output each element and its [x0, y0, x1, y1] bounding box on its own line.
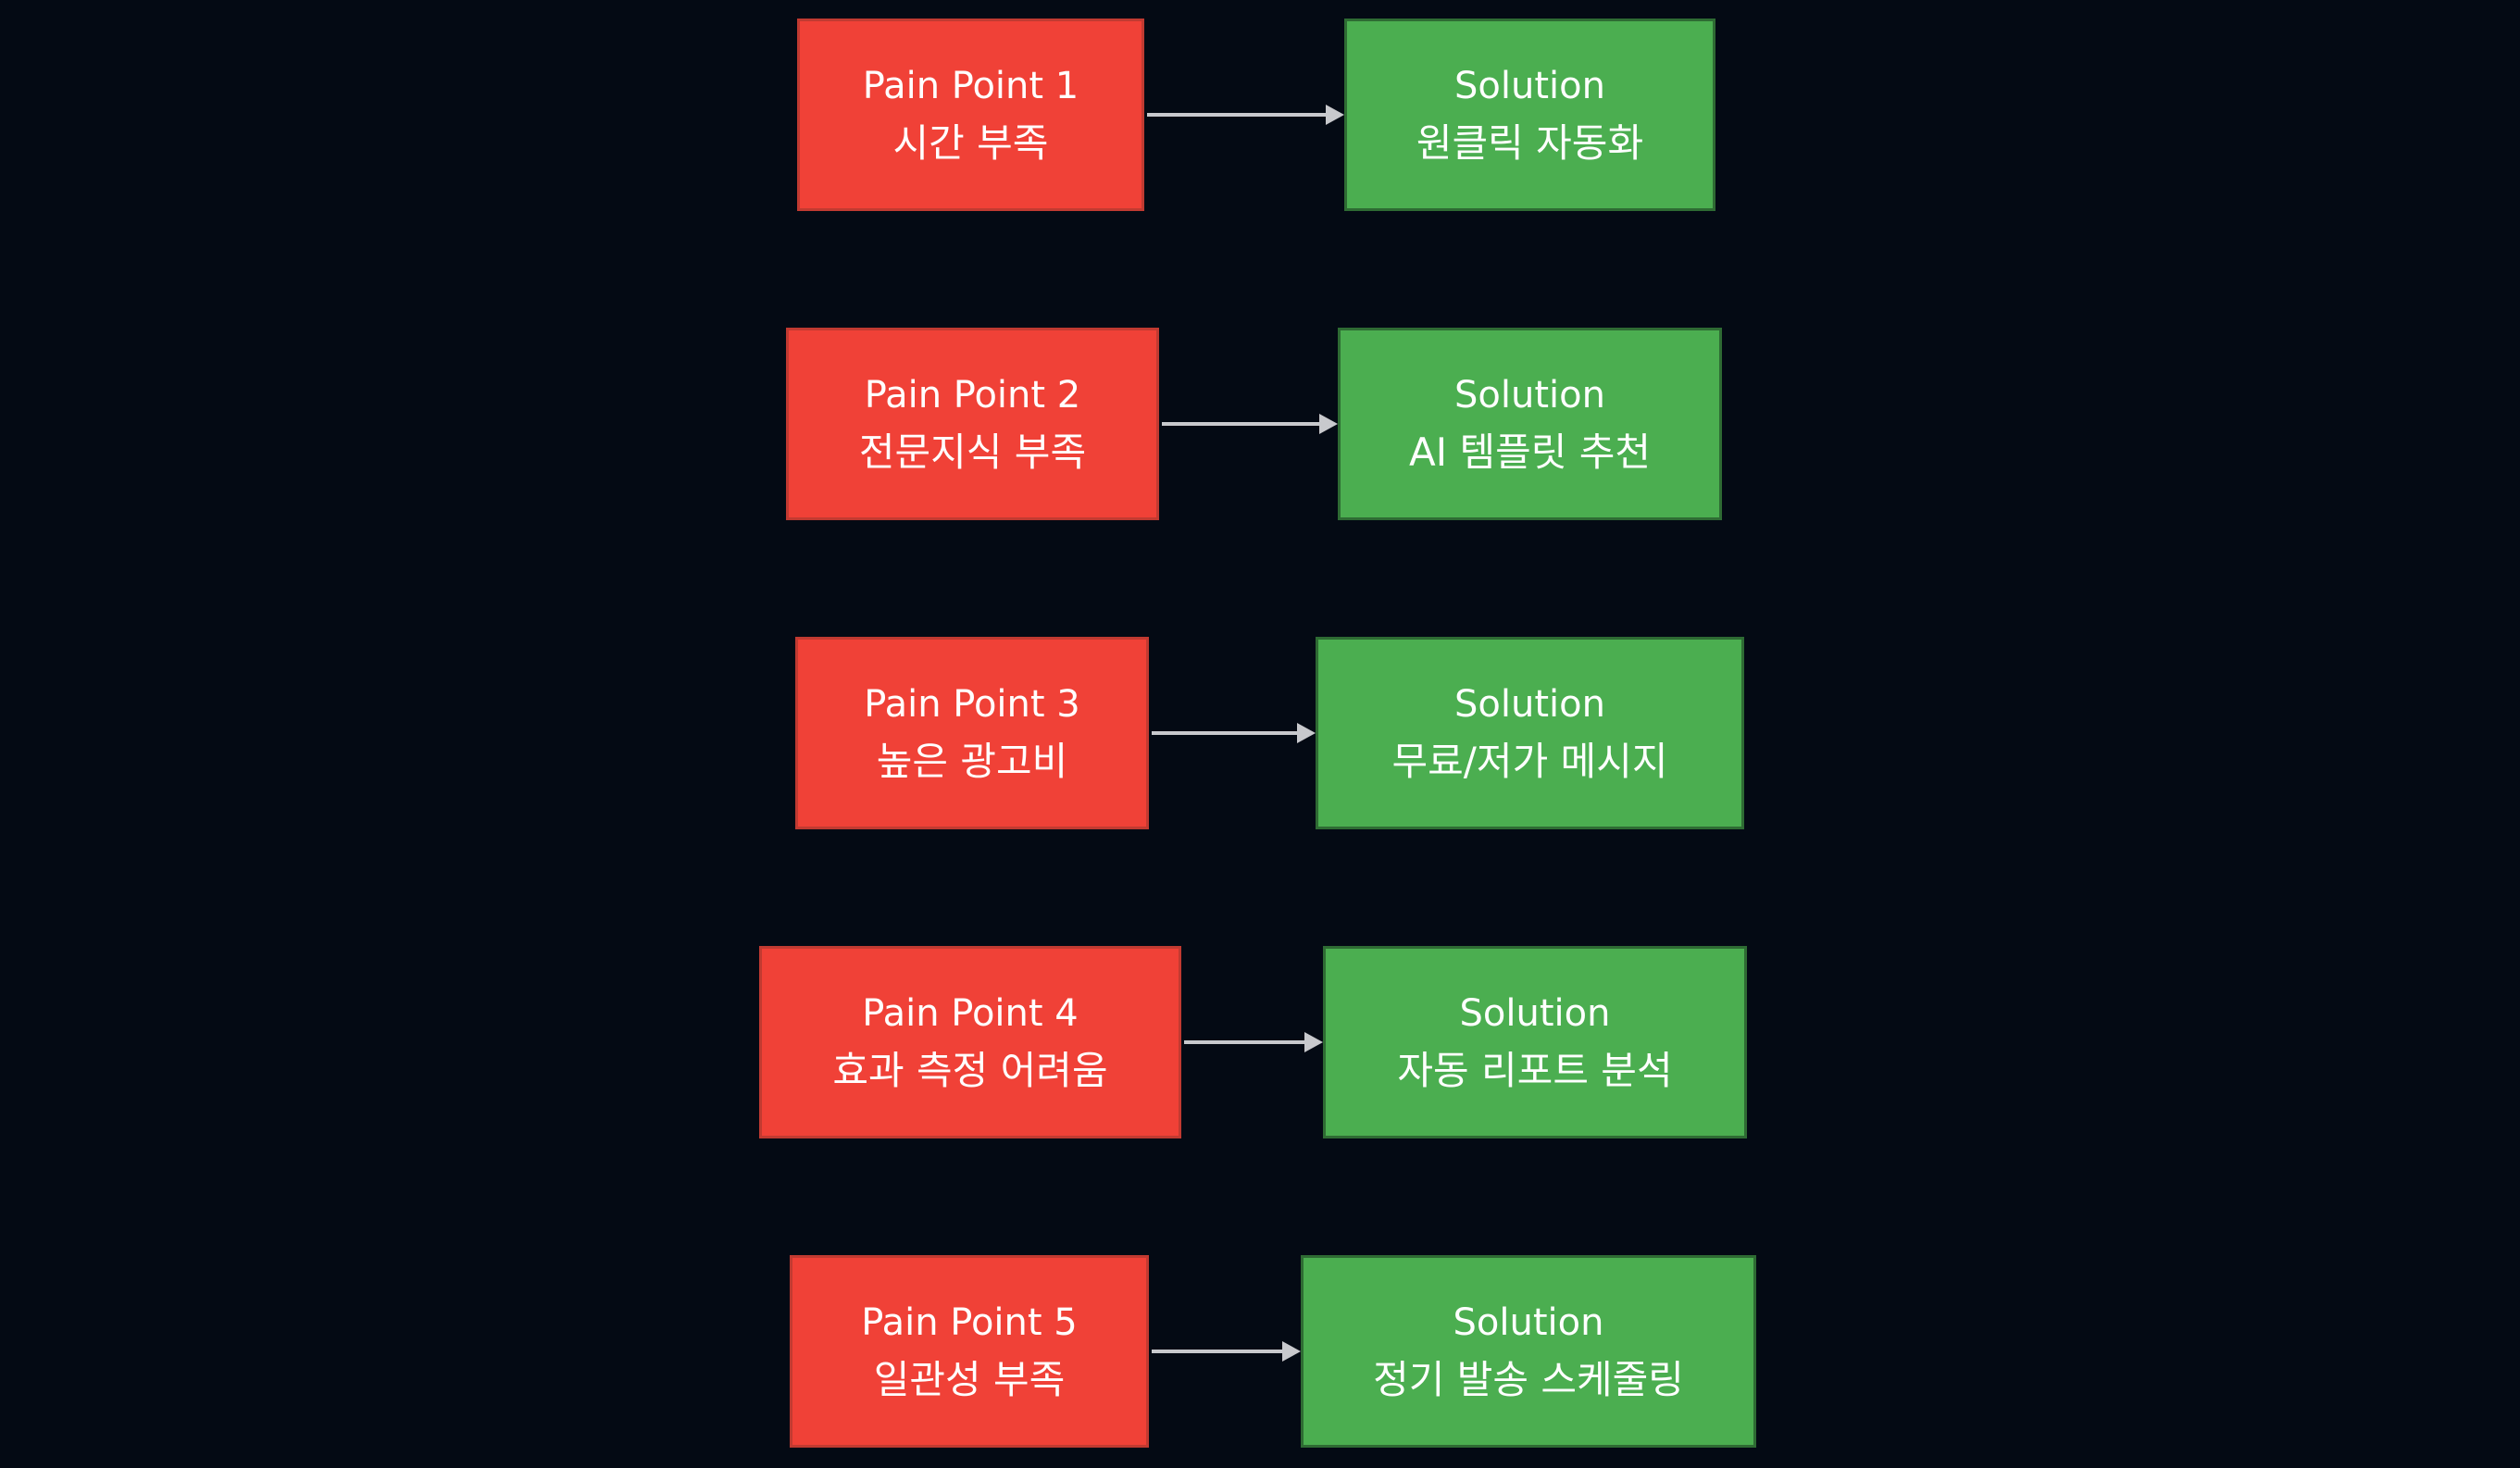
solution-title: Solution [1453, 1301, 1604, 1344]
pain-point-title: Pain Point 5 [861, 1301, 1078, 1344]
solution-subtitle: 정기 발송 스케줄링 [1373, 1357, 1684, 1402]
pain-point-subtitle: 일관성 부족 [873, 1357, 1066, 1402]
solution-box-2: Solution AI 템플릿 추천 [1338, 328, 1722, 520]
solution-subtitle: 원클릭 자동화 [1416, 120, 1644, 166]
solution-subtitle: 자동 리포트 분석 [1397, 1048, 1673, 1093]
solution-box-5: Solution 정기 발송 스케줄링 [1301, 1255, 1756, 1448]
solution-title: Solution [1459, 992, 1611, 1035]
solution-box-3: Solution 무료/저가 메시지 [1316, 637, 1744, 829]
solution-title: Solution [1454, 374, 1605, 417]
pain-point-subtitle: 전문지식 부족 [858, 429, 1087, 475]
solution-box-4: Solution 자동 리포트 분석 [1323, 946, 1747, 1138]
solution-box-1: Solution 원클릭 자동화 [1344, 19, 1715, 211]
pain-point-box-5: Pain Point 5 일관성 부족 [790, 1255, 1149, 1448]
solution-title: Solution [1454, 65, 1605, 107]
pain-point-title: Pain Point 4 [862, 992, 1079, 1035]
arrow-right-icon [1152, 723, 1316, 743]
pain-point-box-2: Pain Point 2 전문지식 부족 [786, 328, 1159, 520]
solution-subtitle: AI 템플릿 추천 [1408, 429, 1652, 475]
pain-point-subtitle: 높은 광고비 [876, 739, 1068, 784]
pain-point-box-1: Pain Point 1 시간 부족 [797, 19, 1144, 211]
pain-point-subtitle: 시간 부족 [892, 120, 1049, 166]
pain-point-title: Pain Point 2 [864, 374, 1081, 417]
pain-point-box-3: Pain Point 3 높은 광고비 [795, 637, 1149, 829]
arrow-right-icon [1162, 414, 1338, 434]
arrow-right-icon [1147, 105, 1344, 125]
solution-title: Solution [1454, 683, 1605, 726]
pain-point-box-4: Pain Point 4 효과 측정 어려움 [759, 946, 1181, 1138]
pain-point-title: Pain Point 3 [864, 683, 1080, 726]
pain-point-subtitle: 효과 측정 어려움 [832, 1048, 1108, 1093]
arrow-right-icon [1184, 1032, 1323, 1052]
pain-point-title: Pain Point 1 [862, 65, 1079, 107]
solution-subtitle: 무료/저가 메시지 [1391, 739, 1668, 784]
arrow-right-icon [1152, 1341, 1301, 1362]
